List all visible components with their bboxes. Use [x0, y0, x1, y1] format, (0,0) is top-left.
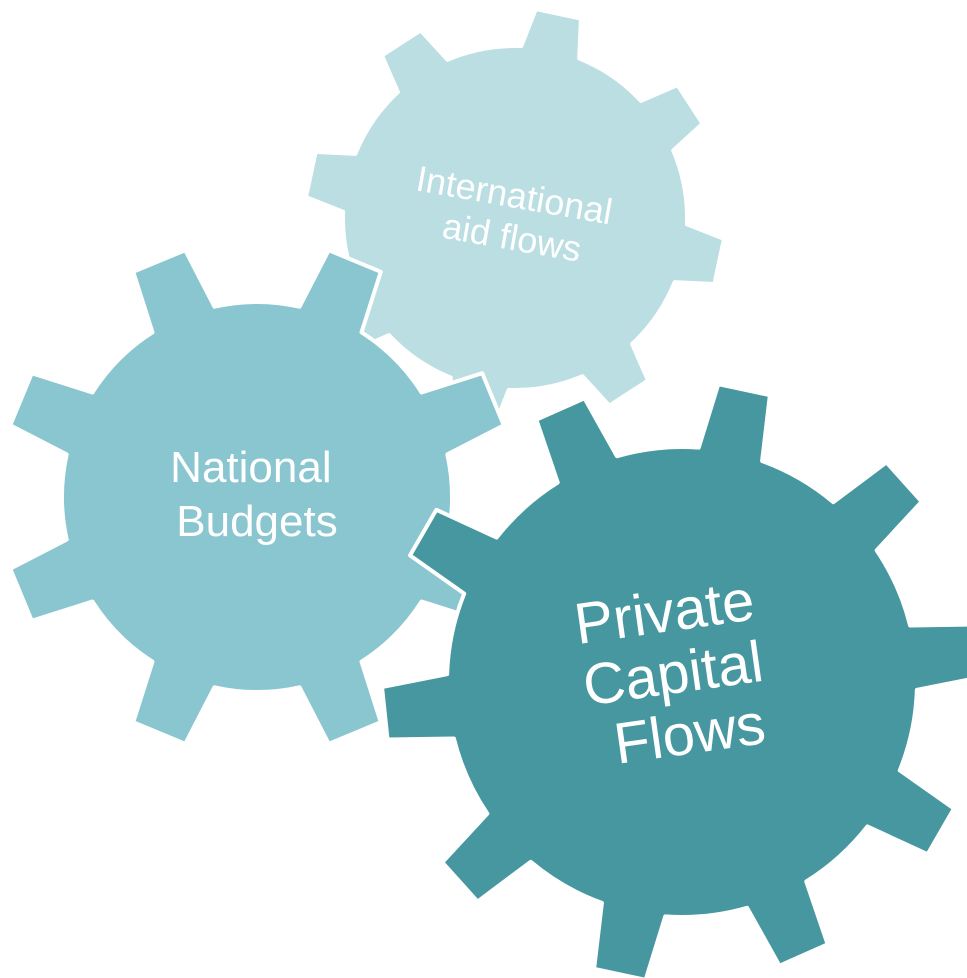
gear-national-budgets-shape — [8, 248, 506, 746]
gear-national-budgets-line-2: Budgets — [176, 497, 337, 546]
gear-national-budgets: National Budgets — [8, 248, 506, 746]
gear-international-aid-flows: International aid flows — [304, 7, 726, 429]
gear-private-capital-flows-shape — [380, 382, 967, 978]
gear-national-budgets-label: National Budgets — [170, 443, 344, 546]
gear-national-budgets-line-1: National — [170, 443, 331, 492]
gear-international-aid-flows-shape — [304, 7, 726, 429]
gear-private-capital-flows: Private Capital Flows — [380, 382, 967, 978]
